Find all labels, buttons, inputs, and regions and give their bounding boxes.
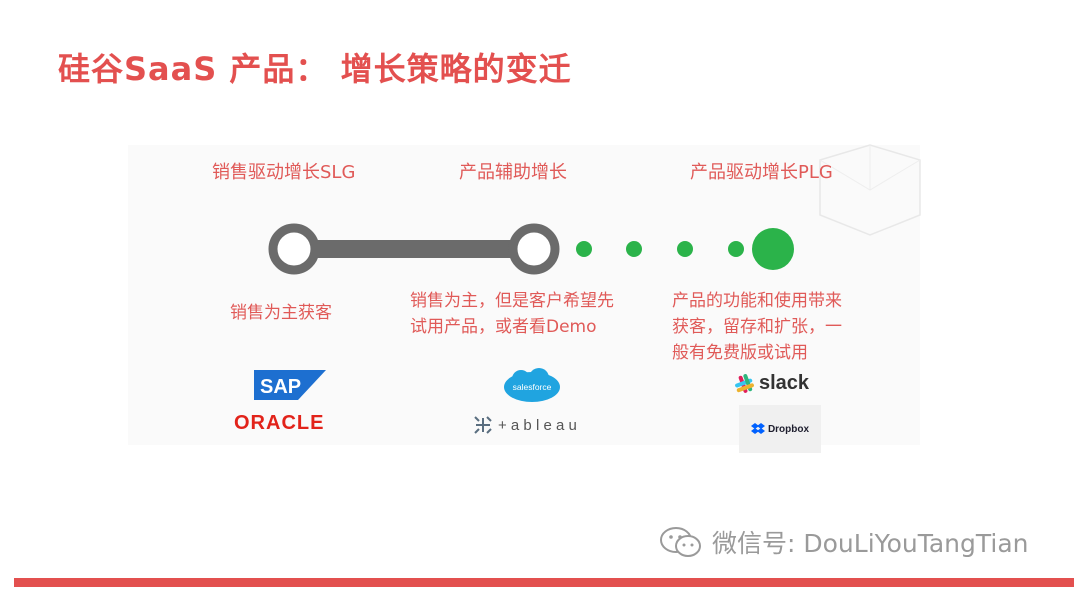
salesforce-logo: salesforce (503, 368, 561, 404)
page-title: 硅谷SaaS 产品： 增长策略的变迁 (58, 50, 572, 88)
tableau-logo: + a b l e a u (472, 414, 577, 436)
timeline-dot-3 (677, 241, 693, 257)
slack-logo: slack (734, 372, 809, 395)
tableau-icon (474, 416, 492, 434)
timeline-dot-1 (576, 241, 592, 257)
timeline-node-assist (508, 223, 560, 275)
svg-text:SAP: SAP (260, 376, 301, 398)
decorative-hexagon (819, 144, 921, 236)
stage-label-plg: 产品驱动增长PLG (690, 162, 833, 183)
stage-label-assist: 产品辅助增长 (459, 162, 567, 183)
stage-description-plg: 产品的功能和使用带来 获客，留存和扩张，一 般有免费版或试用 (672, 291, 842, 363)
dropbox-logo: Dropbox (739, 405, 821, 453)
timeline-node-plg (752, 228, 794, 270)
timeline-node-slg (268, 223, 320, 275)
timeline-dot-2 (626, 241, 642, 257)
sap-logo: SAP (254, 370, 326, 400)
slack-icon (735, 373, 754, 393)
svg-text:salesforce: salesforce (513, 382, 552, 392)
stage-label-slg: 销售驱动增长SLG (212, 162, 356, 183)
timeline-dot-4 (728, 241, 744, 257)
oracle-logo: ORACLE (234, 412, 325, 434)
stage-description-slg: 销售为主获客 (230, 303, 332, 323)
wechat-watermark: 微信号: DouLiYouTangTian (658, 524, 1029, 560)
dropbox-icon (750, 423, 765, 434)
wechat-icon (660, 527, 701, 557)
bottom-accent-bar (14, 578, 1074, 587)
stage-description-assist: 销售为主，但是客户希望先 试用产品，或者看Demo (410, 291, 614, 337)
